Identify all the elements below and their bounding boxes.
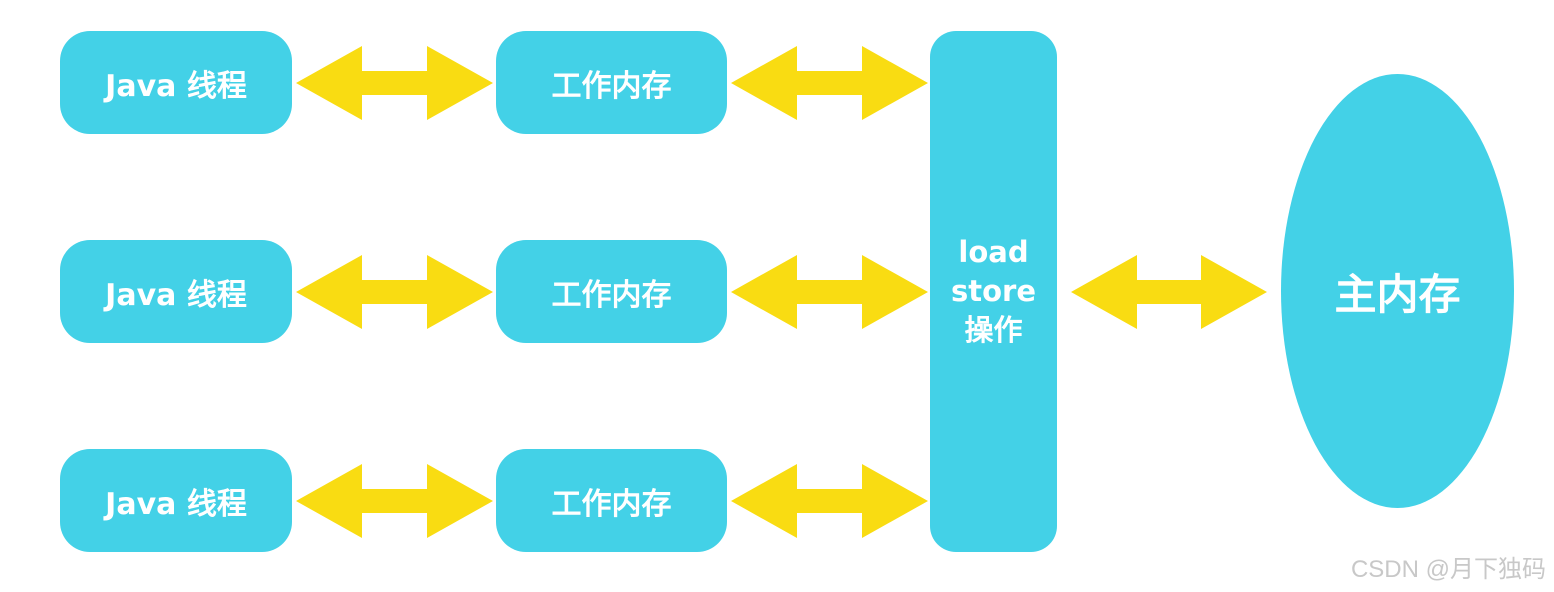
arrow-thread2-to-work2 — [296, 255, 493, 329]
working-memory-label: 工作内存 — [551, 486, 672, 522]
working-memory-node-3: 工作内存 — [496, 449, 727, 552]
java-thread-node-2: Java 线程 — [60, 240, 292, 343]
java-thread-node-1: Java 线程 — [60, 31, 292, 134]
arrow-ops-to-main-memory — [1071, 255, 1267, 329]
main-memory-label: 主内存 — [1334, 269, 1461, 319]
arrow-work2-to-ops — [731, 255, 928, 329]
ops-label-operation: 操作 — [964, 313, 1023, 348]
ops-label-store: store — [950, 273, 1037, 308]
working-memory-label: 工作内存 — [551, 277, 672, 313]
working-memory-node-1: 工作内存 — [496, 31, 727, 134]
load-store-operations-node: load store 操作 — [930, 31, 1057, 552]
working-memory-node-2: 工作内存 — [496, 240, 727, 343]
arrow-thread3-to-work3 — [296, 464, 493, 538]
java-thread-label: Java 线程 — [105, 486, 247, 522]
arrow-thread1-to-work1 — [296, 46, 493, 120]
ops-label-load: load — [958, 234, 1029, 269]
java-thread-node-3: Java 线程 — [60, 449, 292, 552]
watermark: CSDN @月下独码 — [1350, 556, 1546, 583]
arrow-work3-to-ops — [731, 464, 928, 538]
java-thread-label: Java 线程 — [105, 277, 247, 313]
main-memory-node: 主内存 — [1281, 74, 1514, 508]
java-thread-label: Java 线程 — [105, 68, 247, 104]
arrow-work1-to-ops — [731, 46, 928, 120]
working-memory-label: 工作内存 — [551, 68, 672, 104]
